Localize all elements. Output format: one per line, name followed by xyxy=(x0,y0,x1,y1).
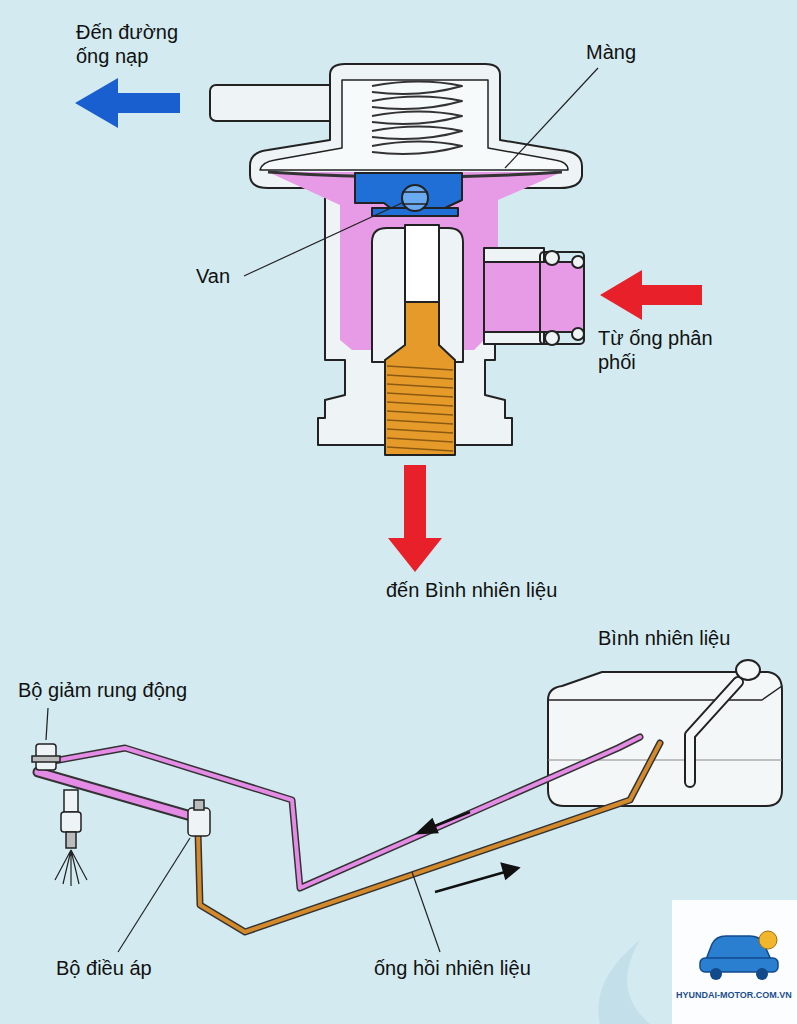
outlet-thread xyxy=(387,411,453,415)
part-label: Bộ điều áp xyxy=(56,956,152,980)
fuel-return-pipe xyxy=(198,743,660,932)
outlet-thread xyxy=(387,366,453,370)
pulsation-damper xyxy=(32,744,60,770)
watermark-logo xyxy=(672,900,797,1024)
valve-ball xyxy=(402,185,428,211)
fuel-supply-pipe xyxy=(38,737,640,888)
outlet-thread xyxy=(387,366,453,451)
pressure-regulator xyxy=(188,808,210,836)
return-channel xyxy=(405,225,439,305)
fuel-injector xyxy=(66,832,76,848)
outlet-thread xyxy=(387,402,453,406)
leader-line xyxy=(505,68,598,168)
fuel-tank xyxy=(548,660,782,806)
flow-arrow xyxy=(418,820,437,833)
flow-arrow xyxy=(430,812,470,828)
pressure-regulator xyxy=(194,800,204,810)
flow-arrow xyxy=(502,864,518,878)
inlet-channel xyxy=(484,262,584,332)
watermark-logo xyxy=(756,968,768,980)
spring-coil xyxy=(372,142,462,155)
fuel-tank xyxy=(690,682,738,782)
outlet-thread xyxy=(387,393,453,397)
part-label: Bình nhiên liệu xyxy=(598,626,730,650)
part-label: Van xyxy=(196,264,230,288)
outlet-thread xyxy=(387,384,453,388)
fuel-injector xyxy=(61,812,81,832)
spring-chamber xyxy=(260,80,568,170)
port-label: Đến đường ống nạp xyxy=(76,20,194,68)
fuel-tank xyxy=(736,660,760,680)
flow-arrow xyxy=(435,872,505,892)
flow-arrow xyxy=(418,812,518,892)
flow-label: đến Bình nhiên liệu xyxy=(386,578,557,602)
fuel-injector xyxy=(55,850,87,886)
outlet-thread xyxy=(387,429,453,433)
fuel-supply-pipe xyxy=(48,737,640,888)
fuel-tank xyxy=(548,686,782,700)
fuel-supply-pipe xyxy=(48,737,640,888)
upper-cap xyxy=(250,64,582,188)
part-label: Bộ giảm rung động xyxy=(18,678,187,702)
vacuum-arrow xyxy=(75,78,180,128)
spring-coil xyxy=(372,127,462,140)
vacuum-nipple xyxy=(210,85,335,121)
spring-coil xyxy=(372,97,462,110)
pressure-regulator xyxy=(188,800,210,836)
watermark-logo xyxy=(710,968,722,980)
return-arrow xyxy=(388,465,442,572)
o-ring xyxy=(545,331,559,345)
leader-line xyxy=(46,708,48,740)
inlet-arrow xyxy=(600,270,702,320)
o-ring xyxy=(545,251,559,265)
leader-line xyxy=(244,202,404,276)
pressure-regulator-section xyxy=(210,64,584,455)
outlet-thread xyxy=(387,447,453,451)
pulsation-damper xyxy=(32,756,60,762)
watermark-logo xyxy=(759,931,777,949)
fuel-supply-pipe xyxy=(38,772,198,818)
fuel-injector xyxy=(55,790,87,886)
spring-coil xyxy=(372,112,462,125)
spring-coil xyxy=(372,82,462,95)
fuel-return-pipe xyxy=(198,743,660,932)
part-label: ống hồi nhiên liệu xyxy=(374,956,531,980)
outlet-thread xyxy=(387,420,453,424)
leader-line xyxy=(118,838,190,952)
outlet-thread xyxy=(387,438,453,442)
outlet-thread xyxy=(387,375,453,379)
o-ring xyxy=(572,256,584,268)
fuel-supply-pipe xyxy=(38,772,198,818)
spring-coil xyxy=(372,82,462,155)
fuel-tank xyxy=(548,672,782,806)
fuel-injector xyxy=(64,790,78,812)
fuel-return-pipe xyxy=(198,743,660,932)
outlet-bore xyxy=(385,302,455,455)
valve-ball xyxy=(402,192,428,204)
watermark-logo xyxy=(598,940,650,1024)
watermark-logo xyxy=(598,900,797,1024)
part-label: Màng xyxy=(586,40,636,64)
fuel-tank xyxy=(690,682,738,782)
port-label: Từ ống phân phối xyxy=(598,326,748,374)
watermark: HYUNDAI-MOTOR.COM.VN xyxy=(676,990,792,1001)
leader-line xyxy=(412,872,440,952)
inlet-flange xyxy=(540,252,584,344)
o-ring xyxy=(572,328,584,340)
